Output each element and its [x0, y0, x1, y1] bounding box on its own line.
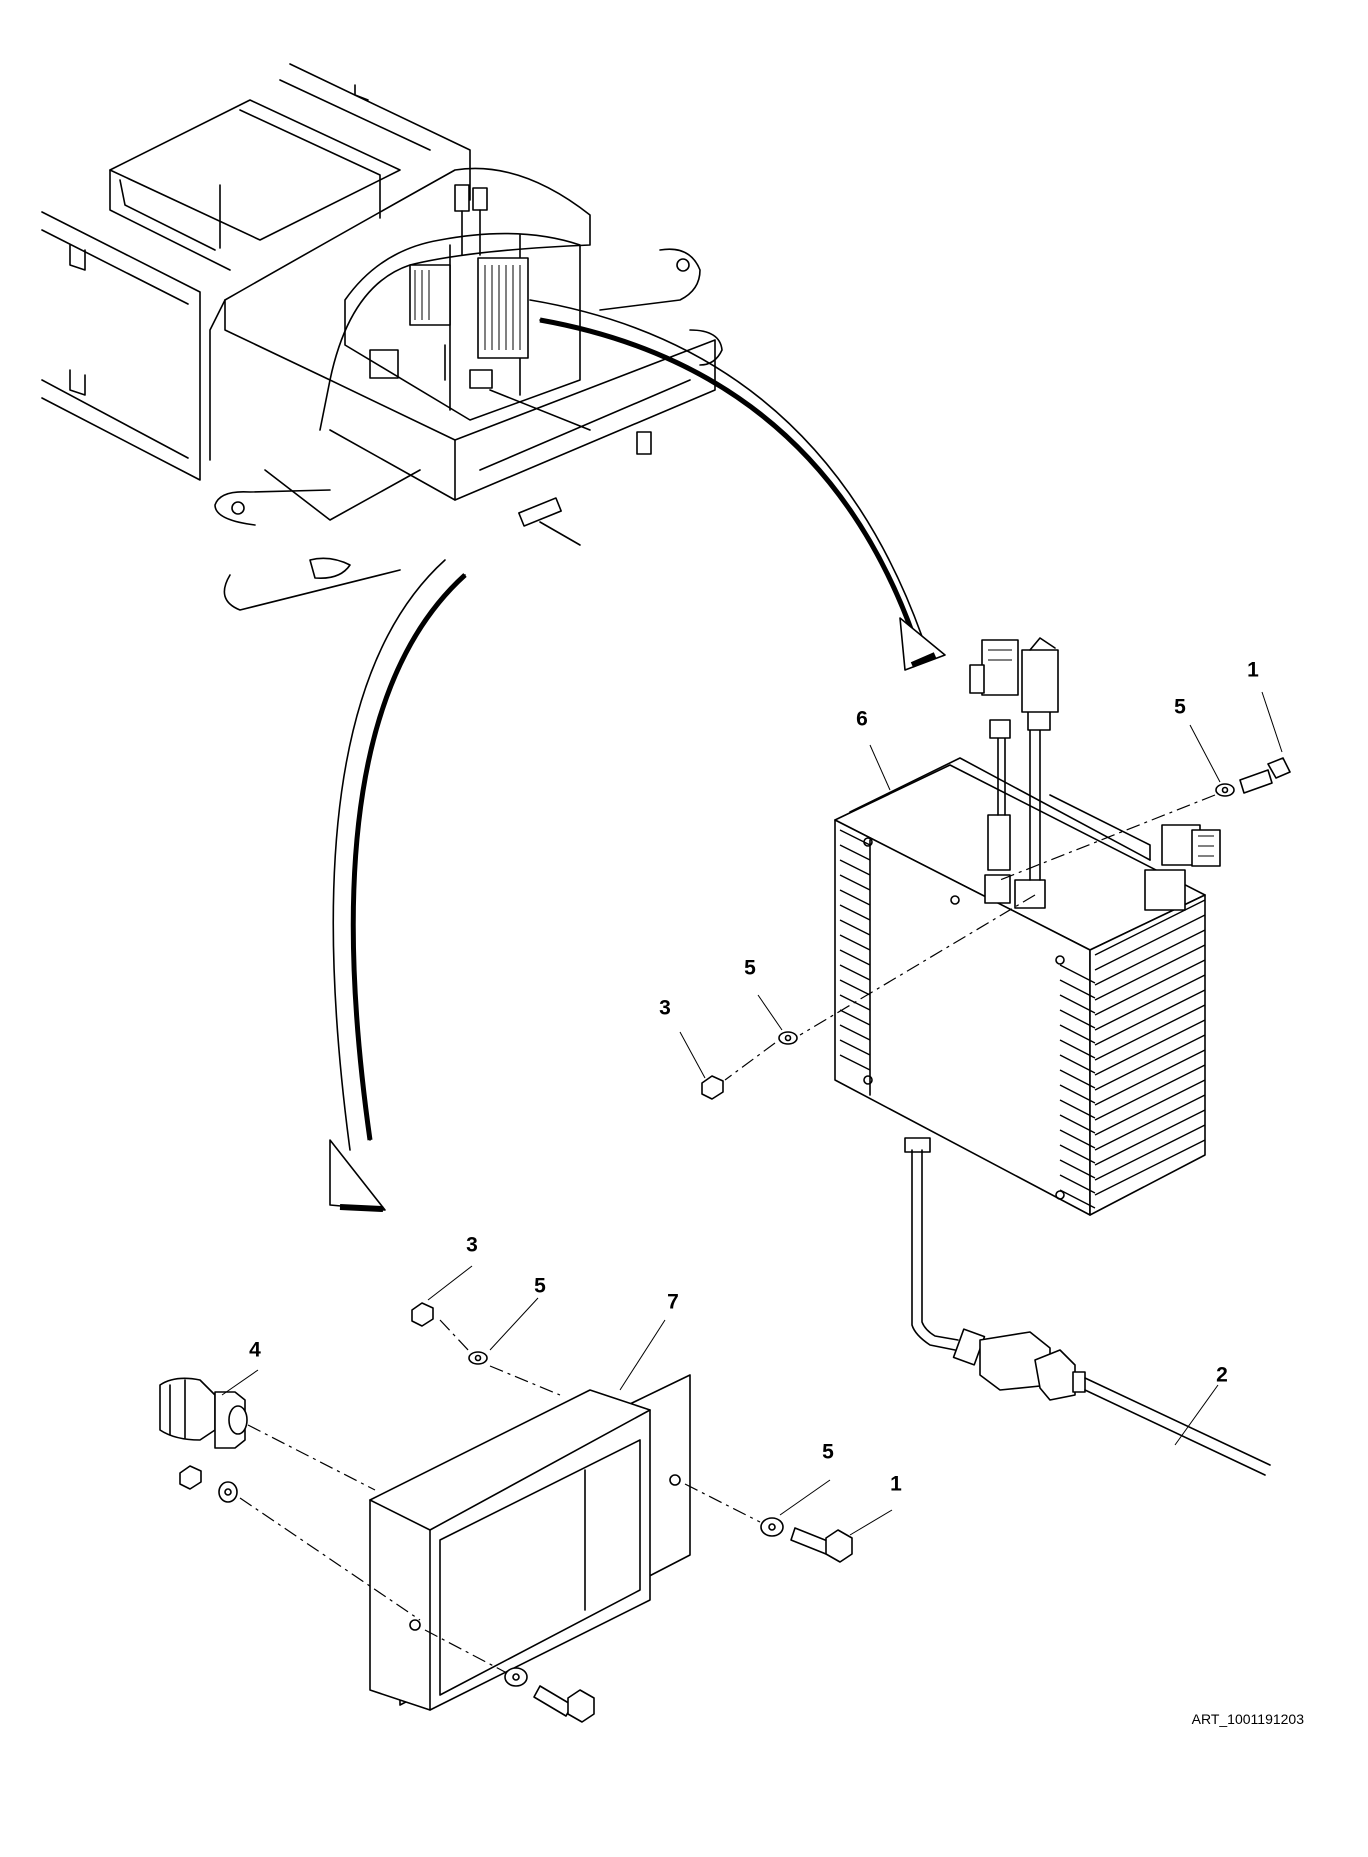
callout-7-bracket: 7	[667, 1290, 679, 1314]
callout-3-low: 3	[466, 1233, 478, 1257]
leader-lines	[221, 691, 1283, 1536]
hardware-top-right	[1215, 757, 1291, 797]
chassis-frame	[41, 63, 723, 611]
hardware-bracket-right	[760, 1517, 853, 1563]
callout-2-cord: 2	[1216, 1363, 1228, 1387]
hardware-bracket-bottom	[504, 1667, 595, 1723]
hardware-mid	[701, 1031, 798, 1100]
callout-5-mid: 5	[744, 956, 756, 980]
cable-gland	[159, 1377, 248, 1449]
arrow-to-charger	[529, 299, 946, 671]
arrow-to-bracket	[329, 559, 467, 1212]
ac-power-cord	[952, 1328, 1271, 1476]
hardware-bracket-top	[411, 1302, 488, 1365]
callout-5-low: 5	[534, 1274, 546, 1298]
callout-3-mid: 3	[659, 996, 671, 1020]
assembly-centerlines	[239, 794, 1216, 1673]
callout-6-charger: 6	[856, 707, 868, 731]
charger-unit	[834, 637, 1221, 1351]
callout-1-top: 1	[1247, 658, 1259, 682]
art-id-label: ART_1001191203	[1191, 1711, 1304, 1727]
charger-installed-miniature	[409, 184, 591, 546]
callout-5-right: 5	[822, 1440, 834, 1464]
callout-4-gland: 4	[249, 1338, 261, 1362]
mounting-bracket	[369, 1374, 691, 1711]
callout-1-right: 1	[890, 1472, 902, 1496]
hardware-bracket-left	[179, 1465, 238, 1503]
callout-5-top: 5	[1174, 695, 1186, 719]
